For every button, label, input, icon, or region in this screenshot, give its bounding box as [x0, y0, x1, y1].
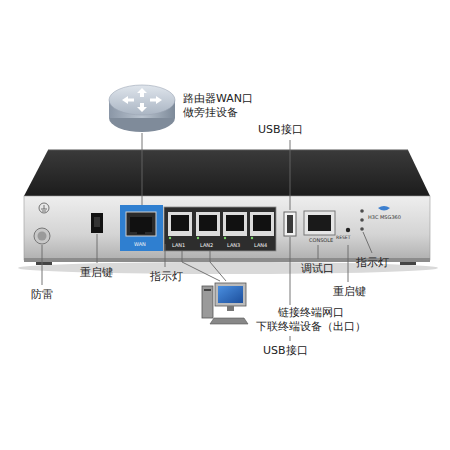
port-label: CONSOLE — [309, 238, 333, 243]
callout-label: 指示灯 — [150, 270, 183, 284]
callout-label: USB接口 — [258, 123, 303, 137]
port-label: LAN2 — [200, 243, 213, 248]
wan-port — [120, 205, 163, 251]
leader-line — [42, 133, 372, 341]
router-icon — [109, 85, 175, 132]
computer-icon — [202, 283, 248, 324]
callout-label: 重启键 — [80, 266, 113, 280]
model-label: H3C MSG360 — [368, 215, 401, 220]
callout-label: 调试口 — [301, 262, 334, 276]
callout-label: 路由器WAN口 做旁挂设备 — [183, 92, 265, 121]
port-label: RESET — [336, 236, 350, 241]
callout-label: USB接口 — [263, 344, 308, 358]
callout-label: 链接终端网口 下联终端设备（出口） — [252, 305, 370, 336]
port-label: LAN3 — [227, 243, 240, 248]
callout-label: 防雷 — [31, 288, 53, 302]
usb-port — [284, 212, 296, 236]
power-switch — [91, 213, 103, 233]
port-label: LAN1 — [172, 243, 185, 248]
lan-ports — [164, 207, 276, 251]
device-body — [24, 150, 430, 265]
power-switch — [94, 217, 100, 227]
port-label: LAN4 — [254, 243, 267, 248]
ground-terminal — [34, 203, 50, 244]
brand-logo — [378, 206, 390, 211]
port-label: WAN — [134, 242, 146, 247]
reset-hole — [346, 228, 350, 232]
callout-label: 指示灯 — [356, 256, 389, 270]
indicator-leds — [360, 209, 364, 231]
callout-label: 重启键 — [333, 285, 366, 299]
console-port — [304, 211, 335, 235]
